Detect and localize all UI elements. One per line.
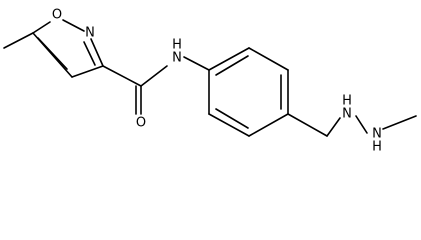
bond-methyl-c5 [3, 32, 34, 49]
bond-c3-c4 [71, 65, 104, 78]
bond-n-phenyl [183, 56, 210, 71]
atom-label-ring-o: O [52, 8, 62, 23]
molecule-canvas: O N N H O N H N H [3, 7, 417, 155]
bond-o1-n2 [62, 19, 85, 32]
atom-label-hydrazine-n1: N [342, 107, 352, 122]
bond-n2-c3 [90, 38, 104, 67]
bond-n2-c3-double [83, 41, 96, 66]
bond-ring-inner-1 [215, 55, 249, 76]
bond-ring-inner-3 [215, 108, 249, 129]
bond-ring-4 [248, 113, 289, 137]
atom-label-amide-h: H [172, 38, 182, 53]
bond-ch2-n1 [326, 117, 341, 137]
bond-carbonyl-n [140, 65, 168, 87]
atom-label-hydrazine-h2: H [372, 140, 382, 155]
atom-label-hydrazine-h1: H [342, 94, 352, 109]
bond-c4-c5-double [37, 37, 68, 70]
atom-label-carbonyl-o: O [136, 116, 146, 131]
bond-c3-carbonyl [102, 65, 142, 87]
bond-n1-n2 [355, 115, 368, 134]
bond-ring-ch2 [287, 113, 328, 137]
bond-ring-2 [248, 47, 289, 71]
bond-n2-methyl [382, 115, 417, 130]
chemical-structure: O N N H O N H N H [3, 8, 417, 155]
bond-ring-5 [208, 113, 250, 137]
bond-c5-o1 [32, 21, 51, 34]
bond-ring-1 [208, 47, 250, 71]
atom-label-amide-n: N [172, 51, 182, 66]
atom-label-ring-n: N [85, 26, 95, 41]
atom-label-hydrazine-n2: N [372, 127, 382, 142]
